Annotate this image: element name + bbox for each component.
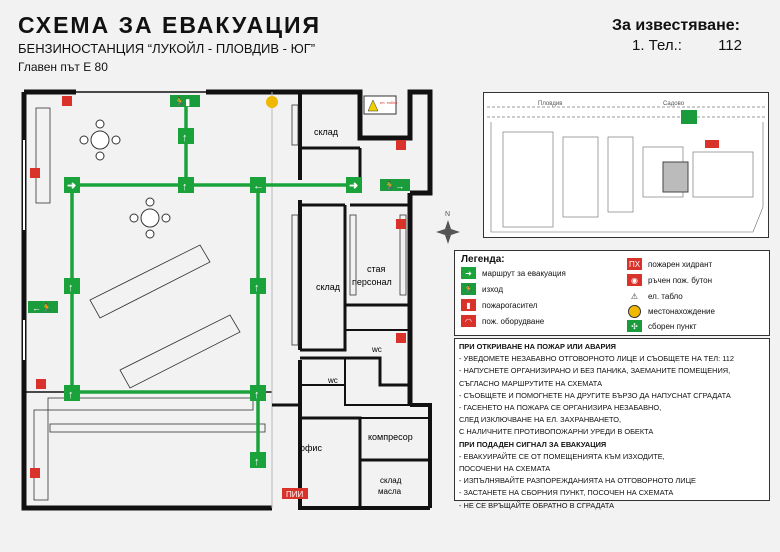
legend-label: пожарен хидрант (648, 259, 713, 269)
furniture (33, 104, 407, 501)
assembly-point-marker (681, 110, 697, 124)
svg-text:➜: ➜ (67, 180, 76, 192)
legend-label: пож. оборудване (482, 316, 545, 326)
instruction-line: - НАПУСНЕТЕ ОРГАНИЗИРАНО И БЕЗ ПАНИКА, З… (459, 366, 731, 376)
legend-label: пожарогасител (482, 300, 538, 310)
svg-text:🏃→: 🏃→ (384, 180, 404, 191)
room-label-office: офис (300, 443, 322, 453)
instruction-line: СЛЕД ИЗКЛЮЧВАНЕ НА ЕЛ. ЗАХРАНВАНЕТО, (459, 415, 622, 425)
instruction-line: - ЗАСТАНЕТЕ НА СБОРНИЯ ПУНКТ, ПОСОЧЕН НА… (459, 488, 674, 498)
room-label-sklad-mid: склад (316, 282, 341, 292)
instruction-line: - ГАСЕНЕТО НА ПОЖАРА СЕ ОРГАНИЗИРА НЕЗАБ… (459, 403, 662, 413)
exit-sign-top: 🏃▮ (170, 95, 200, 107)
road-left-label: Пловдив (538, 101, 562, 107)
room-label-oil1: склад (380, 476, 402, 485)
instruction-line: С НАЛИЧНИТЕ ПРОТИВОПОЖАРНИ УРЕДИ В ОБЕКТ… (459, 427, 654, 437)
fire-extinguishers (30, 96, 406, 478)
room-label-wc1: wc (371, 345, 382, 354)
instruction-heading: ПРИ ПОДАДЕН СИГНАЛ ЗА ЕВАКУАЦИЯ (459, 439, 607, 449)
room-label-sklad-top: склад (314, 127, 339, 137)
svg-text:ел. табло: ел. табло (380, 100, 398, 105)
legend-item-call-point: ◉ ръчен пож. бутон (627, 274, 712, 286)
legend-item-location: местонахождение (627, 304, 715, 318)
pii-label: ПИИ (286, 490, 304, 499)
legend-item-equipment: ◠ пож. оборудване (461, 315, 544, 327)
page-title: СХЕМА ЗА ЕВАКУАЦИЯ (18, 12, 322, 38)
svg-text:↑: ↑ (68, 282, 74, 294)
legend-label: изход (482, 284, 503, 294)
svg-text:↑: ↑ (254, 456, 260, 468)
svg-text:←: ← (253, 180, 264, 192)
fire-equipment-icon: ◠ (461, 315, 476, 327)
phone-number: 112 (718, 37, 742, 54)
legend-item-exit: 🏃 изход (461, 283, 503, 295)
manual-call-point-icon: ◉ (627, 274, 642, 286)
notify-label: За известяване: (612, 17, 740, 34)
legend-label: маршрут за евакуация (482, 268, 566, 278)
electrical-panel-icon: ⚠ (630, 291, 639, 301)
legend-item-assembly: ✣ сборен пункт (627, 320, 697, 332)
phone-row: 1. Тел.: 112 (632, 37, 742, 54)
exit-sign-right: 🏃→ (380, 179, 410, 191)
svg-text:➜: ➜ (349, 180, 358, 192)
assembly-point-icon: ✣ (627, 320, 642, 332)
route-arrows (64, 128, 362, 468)
svg-text:↑: ↑ (254, 389, 260, 401)
instructions-list: ПРИ ОТКРИВАНЕ НА ПОЖАР ИЛИ АВАРИЯ - УВЕДО… (459, 341, 765, 512)
instruction-line: - СЪОБЩЕТЕ И ПОМОГНЕТЕ НА ДРУГИТЕ БЪРЗО … (459, 390, 731, 400)
svg-text:↑: ↑ (182, 132, 188, 144)
legend-label: ръчен пож. бутон (648, 275, 713, 285)
svg-text:↑: ↑ (254, 282, 260, 294)
you-are-here-icon (266, 96, 278, 108)
svg-text:←🏃: ←🏃 (32, 302, 52, 313)
evacuation-route-icon: ➜ (461, 267, 476, 279)
instruction-line: - ЕВАКУИРАЙТЕ СЕ ОТ ПОМЕЩЕНИЯТА КЪМ ИЗХО… (459, 451, 665, 461)
tables (79, 119, 171, 239)
legend-item-extinguisher: ▮ пожарогасител (461, 299, 537, 311)
walls (21, 89, 433, 511)
you-are-here-icon (627, 304, 642, 318)
instructions-box: ПРИ ОТКРИВАНЕ НА ПОЖАР ИЛИ АВАРИЯ - УВЕДО… (454, 338, 770, 510)
instruction-line: СЪГЛАСНО МАРШРУТИТЕ НА СХЕМАТА (459, 378, 602, 388)
legend-label: ел. табло (648, 291, 683, 301)
site-plan: Пловдив Садово (483, 92, 769, 238)
room-label-wc2: wc (327, 376, 338, 385)
room-label-compressor: компресор (368, 432, 413, 442)
room-label-oil2: масла (378, 487, 402, 496)
exit-sign-left: ←🏃 (28, 301, 58, 313)
svg-text:🏃▮: 🏃▮ (174, 96, 190, 107)
phone-label: 1. Тел.: (632, 37, 682, 54)
route-arrow-glyphs: ➜ ↑ ← ➜ ↑ ↑ ↑ ↑ ↑ ↑ (67, 132, 358, 468)
compass-rose: N (436, 211, 460, 244)
instruction-line: - ИЗПЪЛНЯВАЙТЕ РАЗПОРЕЖДАНИЯТА НА ОТГОВО… (459, 476, 696, 486)
instruction-line: - НЕ СЕ ВРЪЩАЙТЕ ОБРАТНО В СГРАДАТА (459, 500, 615, 510)
room-label-staff: стая (367, 264, 386, 274)
exit-sign-icon: 🏃 (461, 283, 476, 295)
svg-text:↑: ↑ (68, 389, 74, 401)
legend-label: местонахождение (648, 306, 715, 316)
fire-hydrant-icon: ПХ (627, 258, 642, 270)
legend-item-route: ➜ маршрут за евакуация (461, 267, 566, 279)
instruction-line: - УВЕДОМЕТЕ НЕЗАБАВНО ОТГОВОРНОТО ЛИЦЕ И… (459, 354, 734, 364)
room-label-staff2: персонал (352, 277, 392, 287)
legend-label: сборен пункт (648, 321, 697, 331)
road-right-label: Садово (663, 101, 685, 107)
instruction-line: ПОСОЧЕНИ НА СХЕМАТА (459, 464, 551, 474)
station-name: БЕНЗИНОСТАНЦИЯ “ЛУКОЙЛ - ПЛОВДИВ - ЮГ” (18, 41, 316, 56)
fire-extinguisher-icon: ▮ (461, 299, 476, 311)
electrical-panel-sign: ел. табло (363, 95, 398, 115)
instruction-heading: ПРИ ОТКРИВАНЕ НА ПОЖАР ИЛИ АВАРИЯ (459, 342, 616, 351)
staff-line1: стая (367, 264, 386, 274)
compass-north: N (445, 211, 450, 218)
legend-item-panel: ⚠ ел. табло (627, 290, 683, 302)
legend-item-hydrant: ПХ пожарен хидрант (627, 258, 712, 270)
station-address: Главен път Е 80 (18, 60, 108, 74)
legend-box: Легенда: ➜ маршрут за евакуация 🏃 изход ▮ п… (454, 250, 770, 336)
legend-title: Легенда: (461, 254, 505, 265)
svg-text:↑: ↑ (182, 181, 188, 193)
pii-sign: ПИИ (282, 488, 308, 499)
